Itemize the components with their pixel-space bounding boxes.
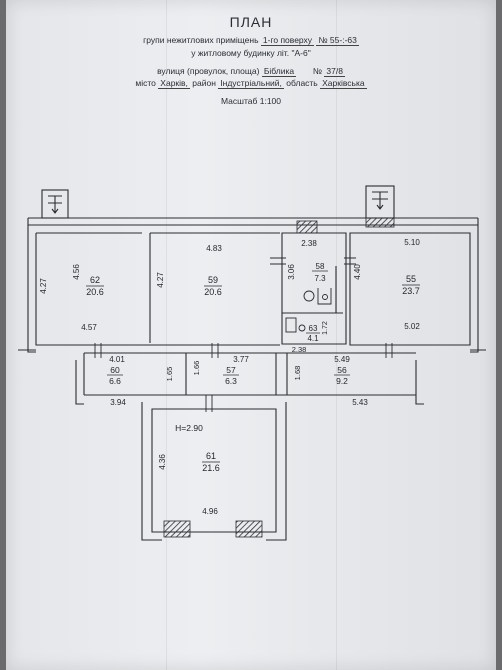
room-number: 57 <box>226 365 236 375</box>
room-number: 55 <box>406 274 416 284</box>
dim-top: 2.38 <box>301 239 317 248</box>
dim-bottom: 4.96 <box>202 507 218 516</box>
hatched-block <box>365 217 395 228</box>
dim-left: 3.06 <box>287 264 296 280</box>
left-stair <box>41 189 69 219</box>
dim-bottom: 2.38 <box>292 345 307 354</box>
room-58: 2.38 58 7.3 3.06 <box>287 239 328 283</box>
room-area: 20.6 <box>204 287 222 297</box>
room-area: 6.3 <box>225 376 237 386</box>
scale-label: Масштаб 1:100 <box>221 96 281 106</box>
dim-left: 4.40 <box>353 264 362 280</box>
room-59: 4.83 59 20.6 4.27 <box>156 244 222 297</box>
room-60: 4.01 60 6.6 1.65 3.94 <box>107 355 174 407</box>
location-line: місто Харків, район Індустріальний, обла… <box>6 78 496 89</box>
room-area: 23.7 <box>402 286 420 296</box>
document-sheet: ПЛАН групи нежитлових приміщень 1-го пов… <box>6 0 496 670</box>
ceiling-height: H=2.90 <box>175 423 203 433</box>
room-63: 63 4.1 1.72 2.38 <box>292 321 329 354</box>
room-number: 58 <box>316 262 325 271</box>
street-line: вулиця (провулок, площа) Біблика № 37/8 <box>6 66 496 77</box>
document-title: ПЛАН <box>229 14 273 30</box>
subject-numbers: № 55-:-63 <box>316 35 359 46</box>
dim-left: 4.36 <box>158 454 167 470</box>
room-61: H=2.90 61 21.6 4.36 4.96 <box>158 423 220 516</box>
hatched-block <box>235 520 263 538</box>
fold-line <box>336 0 337 670</box>
dim-bottom: 5.43 <box>352 398 368 407</box>
dim-side: 1.65 <box>165 367 174 382</box>
hatched-block <box>296 220 318 234</box>
room-area: 9.2 <box>336 376 348 386</box>
street-value: Біблика <box>261 66 297 77</box>
building-line: у житловому будинку літ. "А-6" <box>191 48 311 58</box>
dim-left: 4.27 <box>156 272 165 288</box>
room-57: 3.77 1.66 57 6.3 <box>192 355 249 386</box>
room-area: 4.1 <box>307 334 319 343</box>
dim-top: 4.01 <box>109 355 125 364</box>
dim-side: 1.66 <box>192 361 201 376</box>
room-area: 7.3 <box>314 274 326 283</box>
dim-right: 1.72 <box>322 321 329 335</box>
room-55: 5.10 55 23.7 4.40 5.02 <box>353 238 420 331</box>
subject-prefix: групи нежитлових приміщень <box>143 35 259 45</box>
district-value: Індустріальний, <box>218 78 284 89</box>
room-number: 59 <box>208 275 218 285</box>
room-number: 61 <box>206 451 216 461</box>
sanitary-fixtures <box>285 288 332 333</box>
toilet-icon <box>298 324 306 332</box>
toilet-icon <box>303 290 315 302</box>
room-number: 56 <box>337 365 347 375</box>
dim-left: 4.27 <box>39 278 48 294</box>
door-marks <box>18 257 486 412</box>
hatched-block <box>163 520 191 538</box>
dim-top: 4.83 <box>206 244 222 253</box>
region-value: Харківська <box>320 78 367 89</box>
street-label: вулиця (провулок, площа) <box>157 66 260 76</box>
dim-side: 1.68 <box>293 366 302 381</box>
room-area: 20.6 <box>86 287 104 297</box>
city-label: місто <box>135 78 156 88</box>
house-value: 37/8 <box>324 66 345 77</box>
dim-top: 5.49 <box>334 355 350 364</box>
room-area: 6.6 <box>109 376 121 386</box>
district-label: район <box>192 78 216 88</box>
dim-top: 3.77 <box>233 355 249 364</box>
room-62: 62 20.6 4.27 4.56 4.57 <box>39 264 104 332</box>
dim-inner: 4.56 <box>72 264 81 280</box>
house-label: № <box>312 66 322 76</box>
dim-bottom: 5.02 <box>404 322 420 331</box>
room-number: 63 <box>309 324 318 333</box>
shower-tray-icon <box>317 288 332 305</box>
city-value: Харків, <box>158 78 190 89</box>
room-number: 60 <box>110 365 120 375</box>
subject-floor: 1-го поверху <box>260 35 315 46</box>
region-label: область <box>286 78 318 88</box>
dim-bottom: 3.94 <box>110 398 126 407</box>
dim-top: 5.10 <box>404 238 420 247</box>
room-number: 62 <box>90 275 100 285</box>
sink-icon <box>285 317 297 333</box>
outer-walls <box>27 185 479 541</box>
room-56: 5.49 1.68 56 9.2 5.43 <box>293 355 368 407</box>
dim-bottom: 4.57 <box>81 323 97 332</box>
fold-line <box>166 0 167 670</box>
subject-line: групи нежитлових приміщень 1-го поверху … <box>6 35 496 46</box>
room-area: 21.6 <box>202 463 220 473</box>
